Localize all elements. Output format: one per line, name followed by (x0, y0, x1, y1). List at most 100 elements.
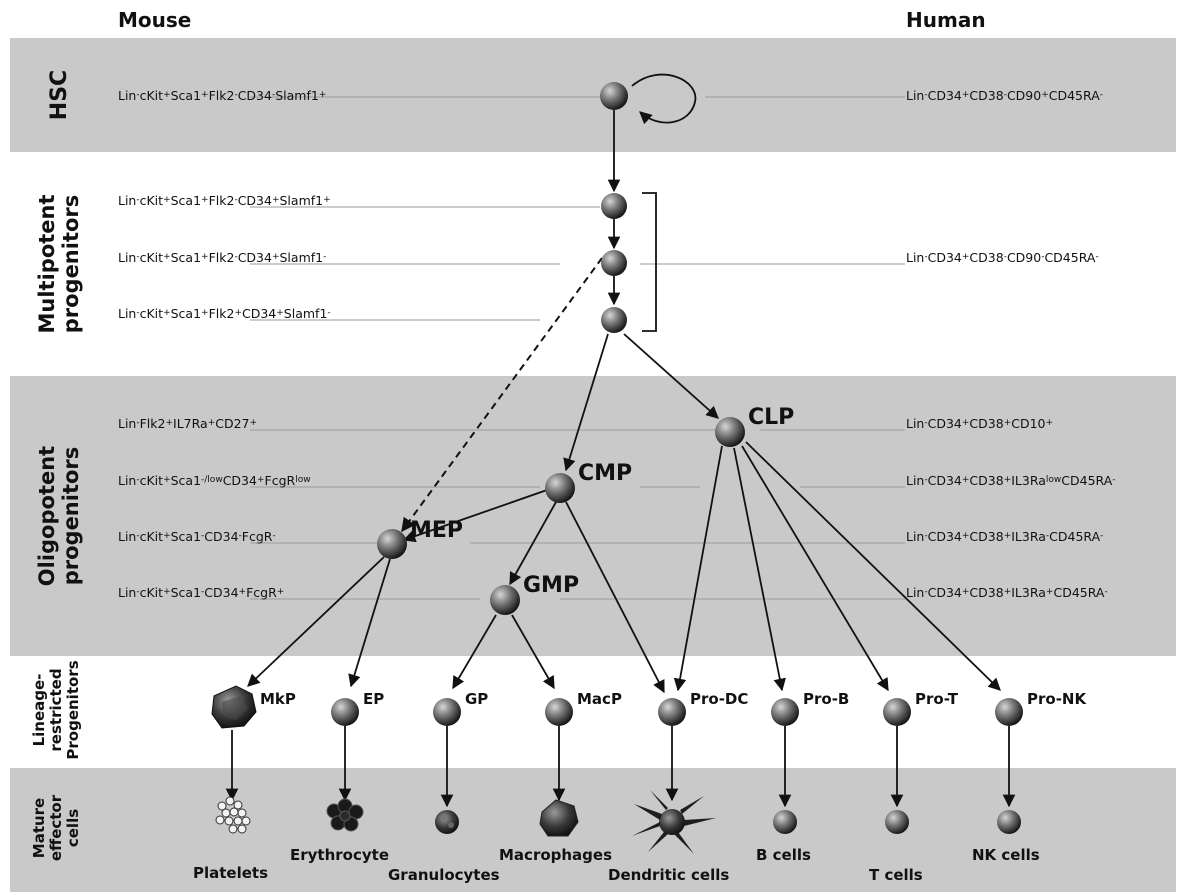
progenitor-label-ep: EP (363, 690, 384, 708)
arrow-cmp-mep (402, 489, 548, 543)
human-marker-hsc: Lin-CD34+CD38-CD90+CD45RA- (906, 88, 1103, 103)
prodc-cell-icon (658, 698, 686, 726)
arrow-mpp3-cmp (563, 333, 609, 472)
arrow-clp-pronk (745, 441, 1001, 691)
progenitor-prot: Pro-T (883, 690, 959, 726)
human-marker-gmp: Lin-CD34+CD38+IL3Ra+CD45RA- (906, 585, 1108, 600)
cell-mep (377, 529, 407, 559)
cell-mpp3 (601, 307, 627, 333)
svg-text:Progenitors: Progenitors (64, 660, 82, 759)
progenitor-pronk: Pro-NK (995, 690, 1087, 726)
progenitor-label-macp: MacP (577, 690, 622, 708)
prob-cell-icon (771, 698, 799, 726)
svg-text:Mature: Mature (30, 798, 48, 858)
svg-text:restricted: restricted (47, 668, 65, 751)
cell-clp (715, 417, 745, 447)
macp-cell-icon (545, 698, 573, 726)
progenitor-label-prodc: Pro-DC (690, 690, 748, 708)
stage-label-oligopotent: Oligopotent progenitors (35, 446, 83, 586)
node-label-mep: MEP (410, 518, 463, 543)
svg-text:progenitors: progenitors (59, 195, 83, 334)
arrow-mep-mkp (247, 556, 385, 687)
stage-label-lineage: Lineage- restricted Progenitors (30, 660, 82, 759)
stage-label-multipotent: Multipotent progenitors (35, 194, 83, 333)
progenitor-label-pronk: Pro-NK (1027, 690, 1087, 708)
arrow-gmp-macp (511, 614, 555, 690)
mature-bcells: B cells (756, 810, 811, 864)
human-marker-mep: Lin-CD34+CD38+IL3Ra-CD45RA- (906, 529, 1103, 544)
mouse-marker-clp: Lin-Flk2+IL7Ra+CD27+ (118, 416, 257, 431)
mature-label-erythrocyte: Erythrocyte (290, 846, 389, 864)
arrows (225, 73, 1016, 808)
svg-text:progenitors: progenitors (59, 447, 83, 586)
pronk-cell-icon (995, 698, 1023, 726)
mature-granulocytes: Granulocytes (388, 810, 500, 884)
mature-macrophages: Macrophages (499, 799, 612, 864)
arrow-cmp-prodc (565, 501, 665, 694)
prot-cell-icon (883, 698, 911, 726)
progenitor-mkp: MkP (211, 685, 296, 729)
arrow-mpp2-mep (401, 257, 603, 533)
arrow-clp-prot (741, 445, 889, 692)
progenitor-label-prob: Pro-B (803, 690, 849, 708)
progenitor-gp: GP (433, 690, 488, 726)
node-label-gmp: GMP (523, 573, 579, 598)
progenitor-label-prot: Pro-T (915, 690, 959, 708)
species-mouse: Mouse (118, 8, 191, 32)
mature-platelets: Platelets (193, 796, 268, 882)
nkcells-icon (997, 810, 1021, 834)
mature-label-granulocytes: Granulocytes (388, 866, 500, 884)
svg-text:HSC: HSC (47, 70, 72, 120)
svg-text:effector: effector (47, 794, 65, 861)
mature-label-bcells: B cells (756, 846, 811, 864)
human-marker-clp: Lin-CD34+CD38+CD10+ (906, 416, 1053, 431)
mpp-bracket (642, 192, 657, 332)
progenitor-label-gp: GP (465, 690, 488, 708)
mature-label-tcells: T cells (869, 866, 923, 884)
cell-hsc (600, 82, 628, 110)
stage-label-mature: Mature effector cells (30, 794, 82, 861)
band-oligopotent (10, 376, 1176, 656)
cell-mpp2 (601, 250, 627, 276)
ep-cell-icon (331, 698, 359, 726)
mature-erythrocyte: Erythrocyte (290, 798, 389, 864)
mouse-marker-mpp1: Lin-cKit+Sca1+Flk2-CD34+Slamf1+ (118, 193, 331, 208)
mouse-marker-hsc: Lin-cKit+Sca1+Flk2-CD34-Slamf1+ (118, 88, 326, 103)
arrow-clp-prob (733, 447, 786, 692)
arrow-mep-ep (348, 558, 391, 688)
mouse-marker-mpp2: Lin-cKit+Sca1+Flk2-CD34+Slamf1- (118, 250, 326, 265)
platelets-icon (215, 796, 251, 834)
band-mature (10, 768, 1176, 892)
arrow-gmp-gp (452, 614, 497, 690)
node-label-clp: CLP (748, 405, 794, 430)
dendritic-cell-icon (632, 790, 716, 854)
mature-label-dendritic: Dendritic cells (608, 866, 729, 884)
mature-tcells: T cells (869, 810, 923, 884)
mature-dendritic: Dendritic cells (608, 790, 729, 884)
progenitor-ep: EP (331, 690, 384, 726)
mature-label-macrophages: Macrophages (499, 846, 612, 864)
mature-label-nkcells: NK cells (972, 846, 1040, 864)
guide-lines (250, 96, 905, 600)
tcells-icon (885, 810, 909, 834)
progenitor-macp: MacP (545, 690, 622, 726)
band-hsc (10, 38, 1176, 152)
mouse-marker-gmp: Lin-cKit+Sca1-CD34+FcgR+ (118, 585, 284, 600)
svg-text:Lineage-: Lineage- (30, 674, 48, 747)
human-marker-cmp: Lin-CD34+CD38+IL3RalowCD45RA- (906, 473, 1116, 488)
mouse-marker-cmp: Lin-cKit+Sca1-/lowCD34+FcgRlow (118, 473, 311, 488)
gp-cell-icon (433, 698, 461, 726)
mouse-marker-mep: Lin-cKit+Sca1-CD34-FcgR- (118, 529, 276, 544)
cell-cmp (545, 473, 575, 503)
cell-gmp (490, 585, 520, 615)
arrow-clp-prodc (673, 445, 723, 692)
stage-label-hsc: HSC (47, 70, 72, 120)
svg-text:Oligopotent: Oligopotent (35, 446, 59, 586)
granulocytes-icon (435, 810, 459, 834)
macrophages-icon (539, 799, 579, 837)
arrow-mpp3-clp (623, 333, 719, 419)
svg-text:Multipotent: Multipotent (35, 194, 59, 333)
mouse-marker-mpp3: Lin-cKit+Sca1+Flk2+CD34+Slamf1- (118, 306, 331, 321)
mature-nkcells: NK cells (972, 810, 1040, 864)
